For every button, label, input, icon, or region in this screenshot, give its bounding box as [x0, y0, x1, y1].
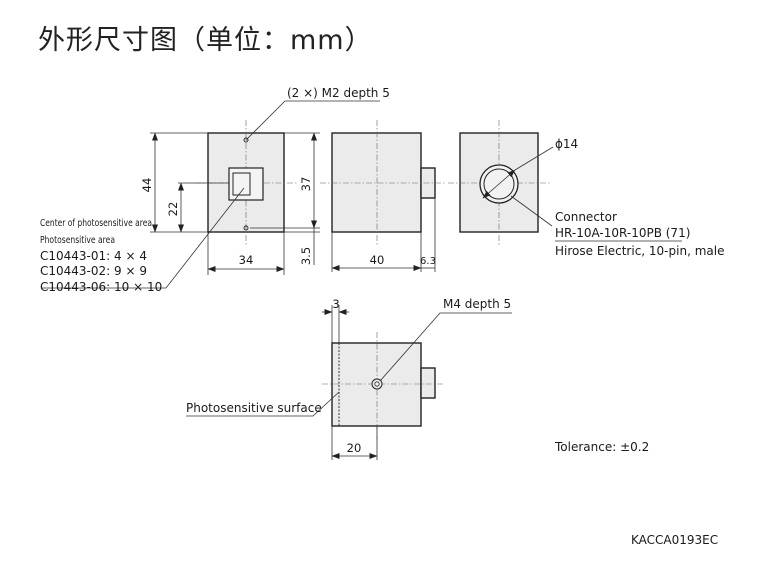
photosensitive-area-notes: Center of photosensitive area Photosensi… — [40, 218, 162, 294]
dim-40: 40 — [370, 253, 385, 267]
dim-20: 20 — [347, 441, 362, 455]
rear-view: ϕ14 Connector HR-10A-10R-10PB (71) Hiros… — [448, 120, 724, 258]
page-title: 外形尺寸图（单位：mm） — [38, 25, 373, 56]
bottom-view: 3 20 M4 depth 5 Photosensitive surface — [186, 297, 512, 460]
thread-hole-top — [243, 137, 249, 143]
model-06: C10443-06: 10 × 10 — [40, 280, 162, 294]
dim-37: 37 — [299, 177, 313, 192]
dim-3-5: 3.5 — [299, 247, 313, 265]
dim-line-phi14 — [482, 169, 516, 199]
dim-3: 3 — [332, 297, 339, 311]
dim-6-3: 6.3 — [420, 256, 436, 267]
dim-22: 22 — [166, 202, 180, 217]
m4-hole — [371, 378, 383, 390]
side-view: 40 6.3 — [320, 120, 445, 272]
connector-model: HR-10A-10R-10PB (71) — [555, 226, 690, 240]
drawing-code: KACCA0193EC — [631, 533, 718, 547]
photosensitive-surface-label: Photosensitive surface — [186, 401, 322, 415]
tolerance-note: Tolerance: ±0.2 — [554, 440, 649, 454]
thread-hole-bottom — [243, 225, 249, 231]
dim-34: 34 — [239, 253, 254, 267]
phi14-label: ϕ14 — [555, 137, 578, 151]
dim-44: 44 — [140, 178, 154, 193]
m4-callout: M4 depth 5 — [443, 297, 511, 311]
front-view: 44 22 37 3.5 34 (2 ×) M2 depth 5 — [42, 86, 390, 289]
thread-callout: (2 ×) M2 depth 5 — [287, 86, 390, 100]
photo-area-label: Photosensitive area — [40, 235, 115, 246]
model-02: C10443-02: 9 × 9 — [40, 264, 147, 278]
model-01: C10443-01: 4 × 4 — [40, 249, 147, 263]
bottom-view-connector — [420, 367, 436, 399]
side-view-body — [331, 132, 422, 233]
m4-hole-inner — [374, 381, 380, 387]
connector-maker: Hirose Electric, 10-pin, male — [555, 244, 724, 258]
connector-label: Connector — [555, 210, 617, 224]
sensor-area — [232, 172, 251, 196]
center-area-label: Center of photosensitive area — [40, 218, 152, 229]
